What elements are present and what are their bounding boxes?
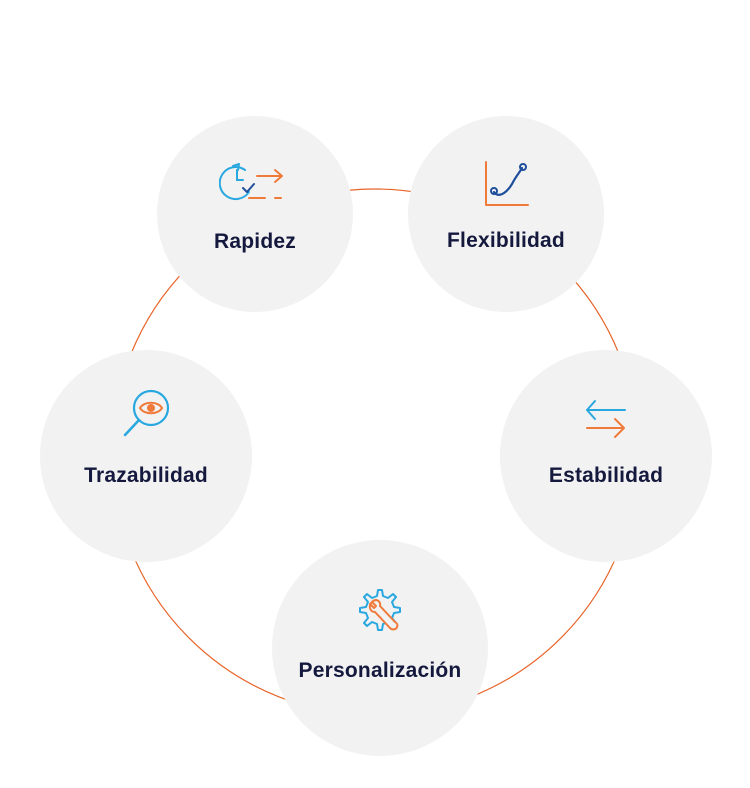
node-estabilidad: Estabilidad bbox=[500, 350, 712, 562]
node-label: Personalización bbox=[298, 659, 462, 682]
magnifier-eye-icon bbox=[123, 389, 170, 437]
node-trazabilidad: Trazabilidad bbox=[40, 350, 252, 562]
node-flexibilidad: Flexibilidad bbox=[408, 116, 604, 312]
node-rapidez: Rapidez bbox=[157, 116, 353, 312]
curve-chart-icon bbox=[485, 161, 529, 206]
node-personalizacion: Personalización bbox=[272, 540, 488, 756]
node-label: Estabilidad bbox=[548, 464, 664, 487]
node-label: Rapidez bbox=[214, 230, 296, 253]
clock-arrow-icon bbox=[219, 163, 283, 201]
node-label: Flexibilidad bbox=[447, 229, 565, 252]
node-label: Trazabilidad bbox=[84, 464, 208, 487]
swap-arrows-icon bbox=[586, 400, 626, 438]
gear-wrench-icon bbox=[359, 589, 401, 631]
